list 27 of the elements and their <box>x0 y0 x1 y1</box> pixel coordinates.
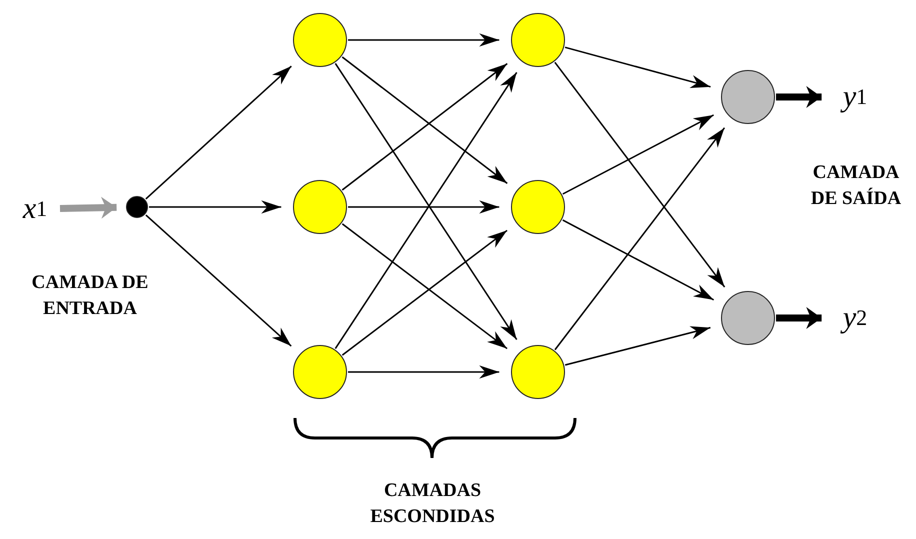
hidden-neuron <box>293 13 347 67</box>
arrow <box>554 62 726 288</box>
arrow <box>564 326 711 366</box>
layer-label: CAMADAS ESCONDIDAS <box>369 479 496 529</box>
arrow <box>348 200 500 214</box>
arrow <box>60 196 117 219</box>
hidden-neuron <box>511 13 565 67</box>
hidden-neuron <box>293 180 347 234</box>
hidden-neuron <box>511 180 565 234</box>
arrow <box>145 214 292 347</box>
arrow <box>564 46 711 88</box>
output-neuron <box>721 70 775 124</box>
arrow <box>348 365 500 379</box>
arrow <box>348 33 500 47</box>
arrow <box>562 114 714 195</box>
layer-label: CAMADA DE ENTRADA <box>30 271 150 321</box>
hidden-neuron <box>511 345 565 399</box>
arrow <box>145 66 292 200</box>
arrow <box>776 307 822 329</box>
output-neuron <box>721 291 775 345</box>
arrow <box>554 127 726 350</box>
arrow <box>562 219 714 301</box>
arrow <box>776 86 822 108</box>
hidden-neuron <box>293 345 347 399</box>
arrow <box>149 200 282 214</box>
input-neuron <box>126 196 148 218</box>
layer-label: CAMADA DE SAÍDA <box>810 161 902 211</box>
